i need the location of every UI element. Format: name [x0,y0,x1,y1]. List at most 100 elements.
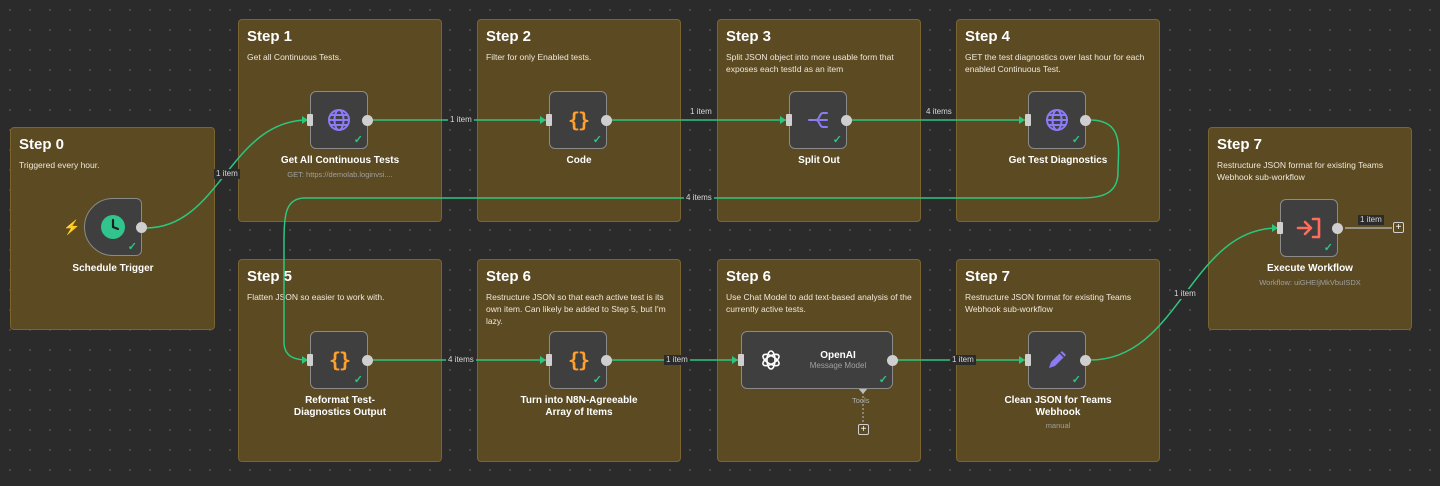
output-handle[interactable] [1332,223,1343,234]
check-icon: ✓ [592,374,602,386]
sticky-title: Step 7 [1217,136,1263,153]
sticky-step-0[interactable]: Step 0 Triggered every hour. [10,127,215,330]
node-subtitle: GET: https://demolab.loginvsi.... [287,170,393,179]
reformat-test-diagnostics-node[interactable]: {} ✓ [307,331,373,389]
check-icon: ✓ [1071,374,1081,386]
check-icon: ✓ [878,374,888,386]
edge-label: 1 item [664,355,690,365]
sticky-text: Restructure JSON so that each active tes… [486,292,666,326]
globe-icon [328,109,350,131]
input-handle[interactable] [307,354,313,366]
edge-label: 1 item [448,115,474,125]
edge-label: 1 item [214,169,240,179]
get-test-diagnostics-node[interactable]: ✓ [1025,91,1091,149]
input-handle[interactable] [738,354,744,366]
node-label: Execute Workflow [1267,263,1353,274]
sticky-title: Step 6 [726,268,772,285]
edge-label: 1 item [950,355,976,365]
globe-icon [1046,109,1068,131]
edge-label: 1 item [688,107,714,117]
node-label: Clean JSON for Teams Webhook [1004,395,1112,418]
output-handle[interactable] [601,355,612,366]
sticky-title: Step 7 [965,268,1011,285]
node-label: Get Test Diagnostics [1008,155,1108,166]
edge-get-diag-to-reformat [283,119,1120,361]
braces-icon: {} [567,348,590,372]
node-title: OpenAI [820,350,856,361]
edge-label: 1 item [1172,289,1198,299]
openai-text: OpenAI Message Model [800,350,876,370]
add-tool-button[interactable]: + [858,424,869,435]
sticky-text: Split JSON object into more usable form … [726,52,894,74]
split-icon [808,112,828,128]
check-icon: ✓ [127,241,137,253]
output-handle[interactable] [601,115,612,126]
input-handle[interactable] [307,114,313,126]
input-handle[interactable] [546,354,552,366]
openai-icon [762,350,780,370]
execute-workflow-node[interactable]: ✓ [1277,199,1343,257]
input-handle[interactable] [1025,114,1031,126]
edge-label: 4 items [924,107,954,117]
sticky-title: Step 5 [247,268,293,285]
bolt-icon: ⚡ [63,219,81,235]
output-handle[interactable] [362,115,373,126]
node-subtitle: Workflow: uiGHEIjMkVbuISDX [1259,278,1361,287]
node-label: Get All Continuous Tests [280,155,400,166]
sticky-text: Get all Continuous Tests. [247,52,342,62]
sticky-text: Triggered every hour. [19,160,100,170]
sticky-title: Step 2 [486,28,532,45]
check-icon: ✓ [832,134,842,146]
output-handle[interactable] [362,355,373,366]
output-handle[interactable] [887,355,898,366]
clean-json-node[interactable]: ✓ [1025,331,1091,389]
node-label: Split Out [798,155,840,166]
openai-node[interactable]: OpenAI Message Model ✓ [738,331,898,389]
sticky-title: Step 1 [247,28,293,45]
check-icon: ✓ [592,134,602,146]
node-label: Schedule Trigger [72,263,154,274]
node-subtitle: Message Model [809,361,867,370]
get-all-continuous-tests-node[interactable]: ✓ [307,91,373,149]
node-subtitle: manual [1045,421,1071,430]
check-icon: ✓ [1323,242,1333,254]
sticky-text: GET the test diagnostics over last hour … [965,52,1145,74]
check-icon: ✓ [353,134,363,146]
clock-icon [101,215,125,239]
sticky-title: Step 4 [965,28,1011,45]
execute-icon [1296,217,1321,239]
code-node[interactable]: {} ✓ [546,91,612,149]
sticky-title: Step 0 [19,136,65,153]
braces-icon: {} [567,108,590,132]
node-label: Reformat Test-Diagnostics Output [293,395,387,418]
tools-label: Tools [852,396,870,405]
edge-label: 1 item [1358,215,1384,225]
input-handle[interactable] [546,114,552,126]
output-handle[interactable] [1080,115,1091,126]
schedule-trigger-node[interactable]: ✓ [84,198,147,256]
sticky-text: Flatten JSON so easier to work with. [247,292,385,302]
input-handle[interactable] [1277,222,1283,234]
output-handle[interactable] [1080,355,1091,366]
sticky-text: Filter for only Enabled tests. [486,52,592,62]
add-node-button[interactable]: + [1393,222,1404,233]
edge-label: 4 items [684,193,714,203]
output-handle[interactable] [841,115,852,126]
sticky-text: Use Chat Model to add text-based analysi… [726,292,912,314]
check-icon: ✓ [1071,134,1081,146]
split-out-node[interactable]: ✓ [786,91,852,149]
sticky-text: Restructure JSON format for existing Tea… [965,292,1132,314]
sticky-step-5[interactable]: Step 5 Flatten JSON so easier to work wi… [238,259,442,462]
braces-icon: {} [328,348,351,372]
edge-label: 4 items [446,355,476,365]
input-handle[interactable] [1025,354,1031,366]
turn-into-array-node[interactable]: {} ✓ [546,331,612,389]
output-handle[interactable] [136,222,147,233]
sticky-text: Restructure JSON format for existing Tea… [1217,160,1384,182]
check-icon: ✓ [353,374,363,386]
input-handle[interactable] [786,114,792,126]
node-label: Code [566,155,592,166]
sticky-title: Step 3 [726,28,772,45]
pencil-icon [1049,351,1066,368]
